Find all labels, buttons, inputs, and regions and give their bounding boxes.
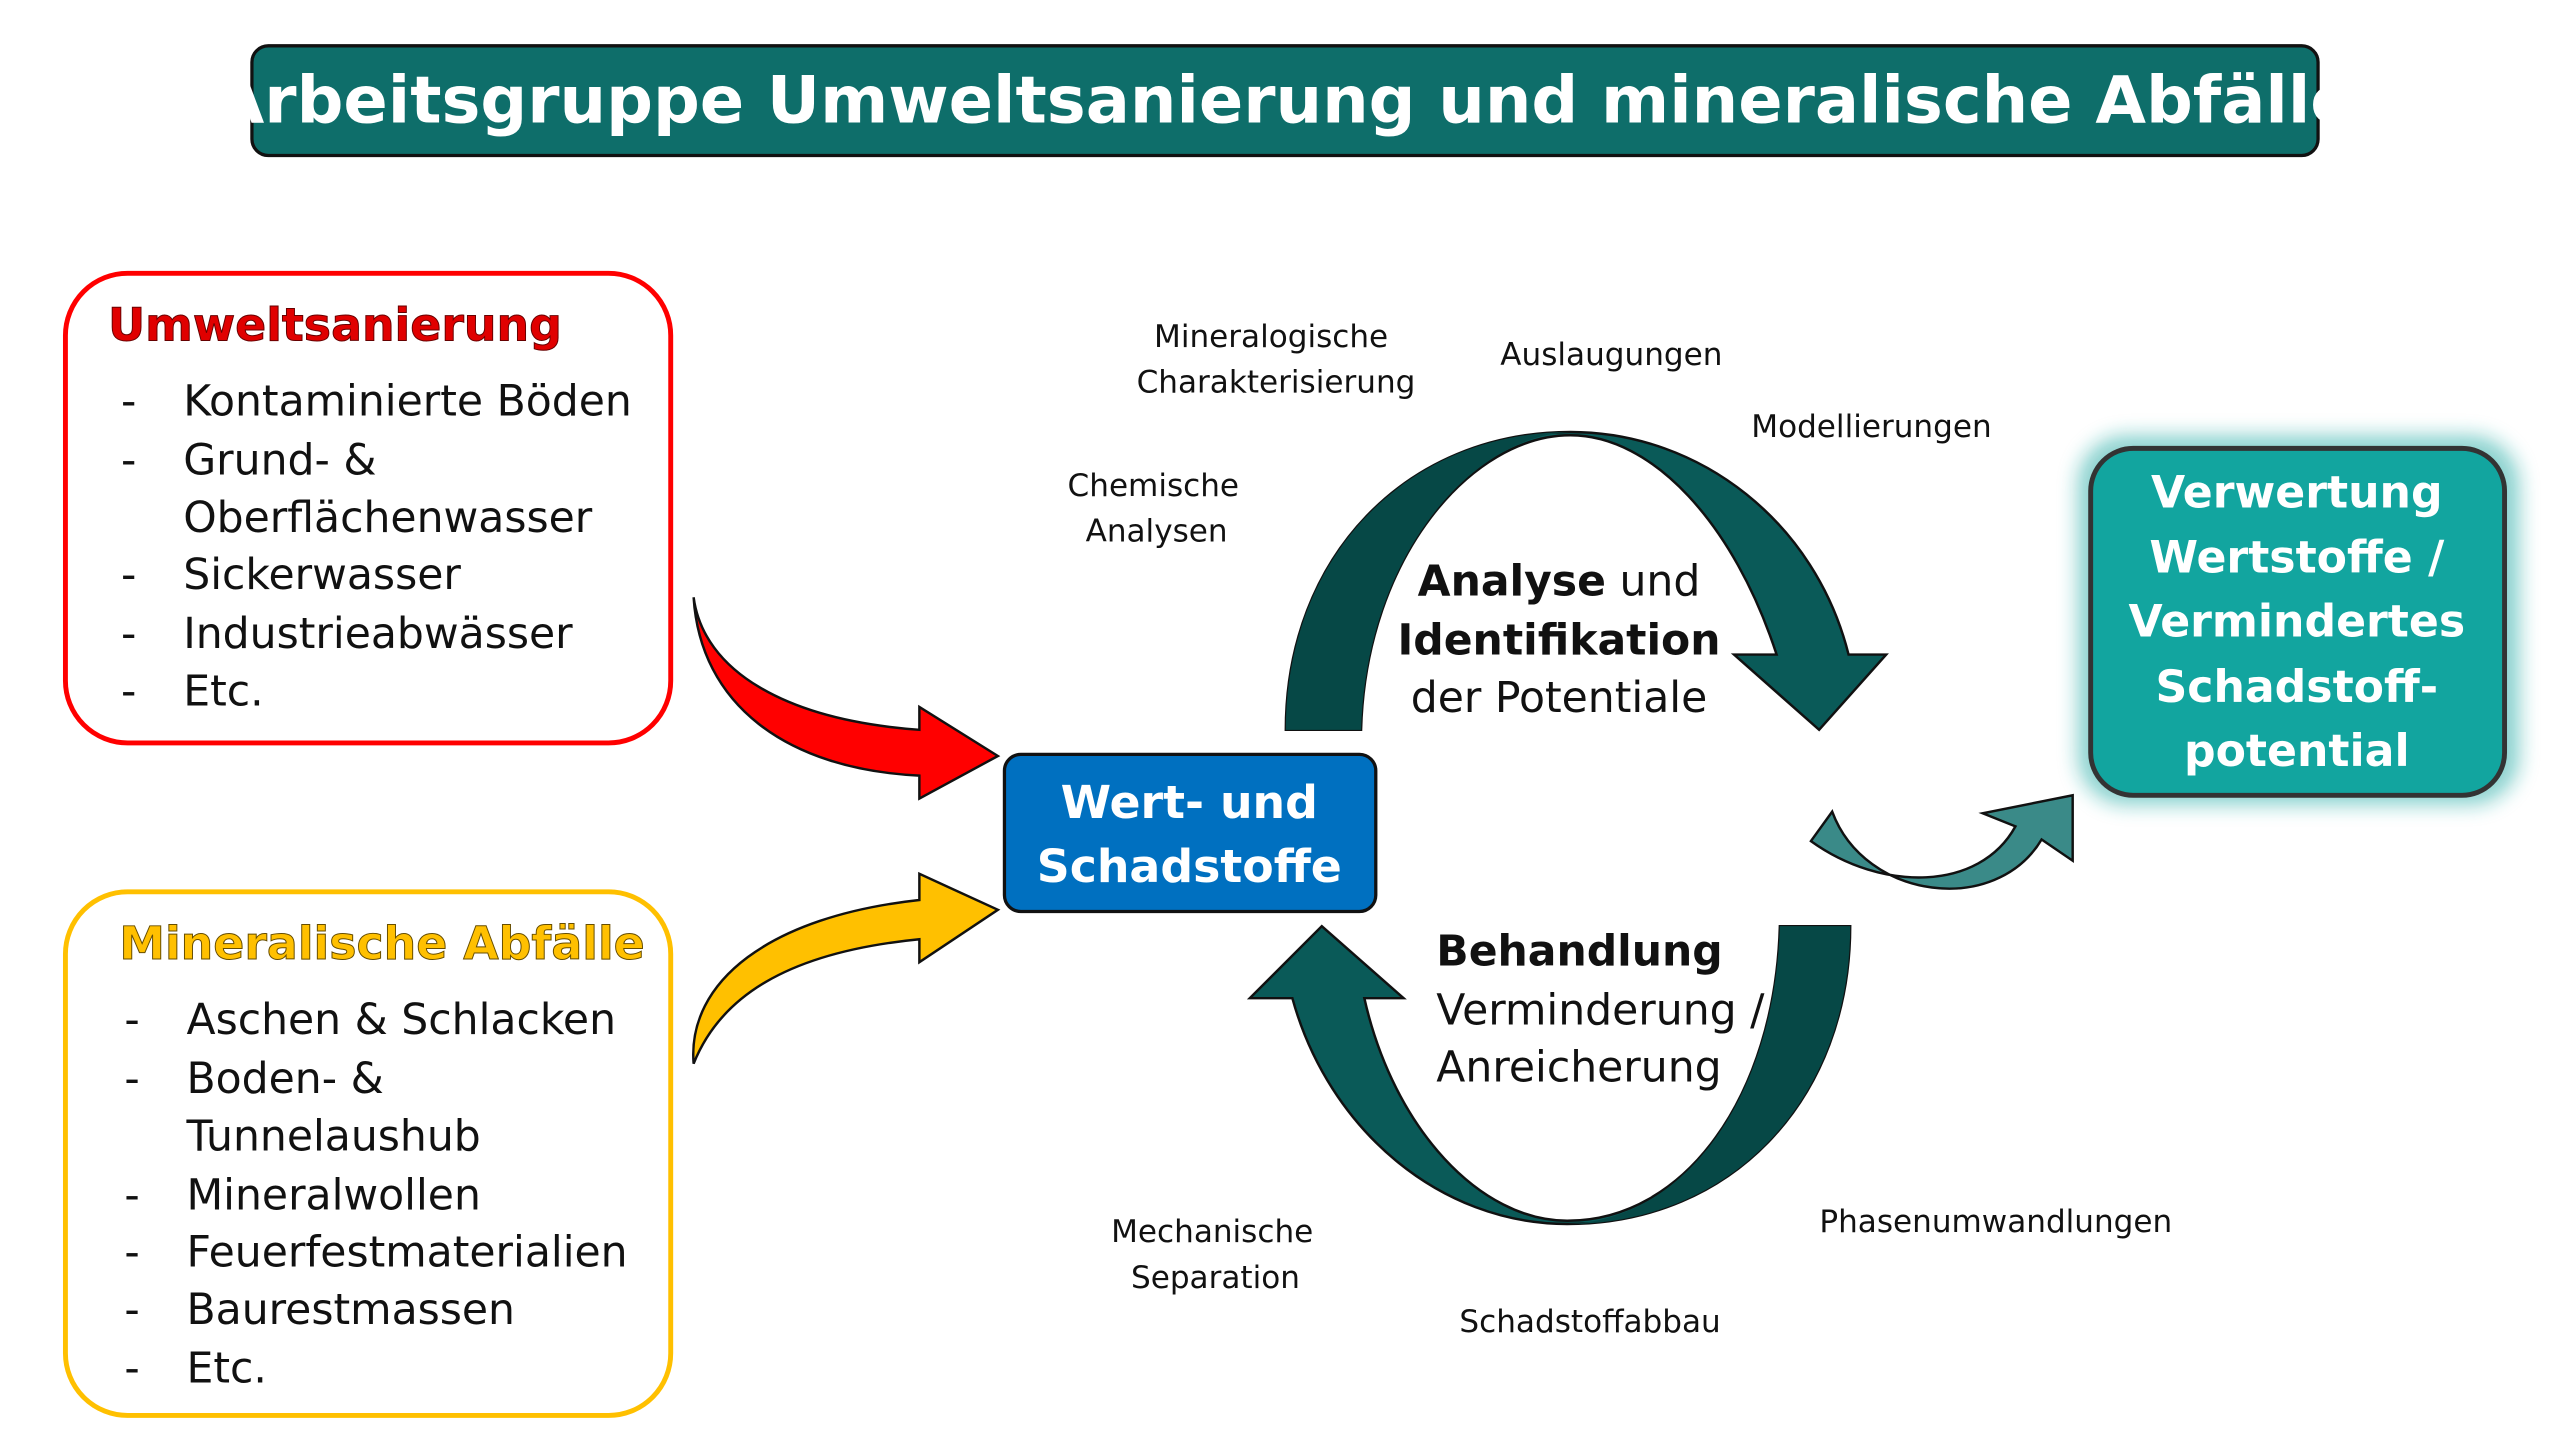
analyse-rest: und	[1606, 558, 1700, 607]
bullet-dash: -	[124, 1055, 139, 1104]
analyse-bold: Analyse	[1418, 558, 1606, 607]
bullet-dash: -	[124, 1345, 139, 1394]
mineral-heading: Mineralische Abfälle	[119, 916, 644, 970]
label-mechanische: Mechanische	[1111, 1214, 1313, 1250]
list-item: Industrieabwässer	[183, 610, 573, 659]
bullet-dash: -	[124, 1229, 139, 1278]
behandlung-line2: Verminderung /	[1436, 986, 1765, 1035]
wert-und-schadstoffe-box: Wert- und Schadstoffe	[1002, 752, 1378, 914]
verwertung-box: Verwertung Wertstoffe / Vermindertes Sch…	[2077, 435, 2520, 806]
potentiale-text: der Potentiale	[1411, 674, 1708, 723]
title-banner: Arbeitsgruppe Umweltsanierung und minera…	[214, 44, 2355, 158]
bullet-dash: -	[121, 551, 136, 600]
label-charakterisierung: Charakterisierung	[1137, 365, 1416, 401]
behandlung-line3: Anreicherung	[1436, 1044, 1721, 1093]
label-mineralogische: Mineralogische	[1154, 319, 1388, 355]
label-auslaugungen: Auslaugungen	[1500, 337, 1722, 373]
list-item: Etc.	[183, 667, 263, 716]
list-item: Sickerwasser	[183, 551, 461, 600]
result-line: potential	[2184, 726, 2410, 777]
result-line: Vermindertes	[2128, 597, 2465, 648]
center-line1: Wert- und	[1061, 775, 1318, 829]
bullet-dash: -	[124, 1286, 139, 1335]
list-item: Baurestmassen	[186, 1286, 515, 1335]
yellow-arrow	[692, 871, 1001, 1065]
red-arrow	[692, 597, 1001, 801]
list-item: Feuerfestmaterialien	[186, 1229, 627, 1278]
behandlung-arrow-shade	[1567, 926, 1851, 1224]
bullet-dash: -	[124, 996, 139, 1045]
analyse-label: Analyse und Identifikation der Potential…	[1397, 558, 1720, 723]
analyse-arrow-shade	[1285, 432, 1571, 730]
svg-text:Analyse und: Analyse und	[1418, 558, 1701, 607]
list-item: Oberflächenwasser	[183, 494, 593, 543]
bullet-dash: -	[121, 667, 136, 716]
identifikation-text: Identifikation	[1397, 617, 1720, 666]
bullet-dash: -	[121, 437, 136, 486]
list-item: Etc.	[186, 1345, 266, 1394]
behandlung-title: Behandlung	[1436, 927, 1722, 976]
result-line: Wertstoffe /	[2149, 533, 2445, 584]
list-item: Grund- &	[183, 437, 376, 486]
center-line2: Schadstoffe	[1037, 839, 1342, 893]
list-item: Boden- &	[186, 1055, 383, 1104]
mineralische-abfaelle-box: Mineralische Abfälle - Aschen & Schlacke…	[62, 889, 674, 1418]
page-title: Arbeitsgruppe Umweltsanierung und minera…	[214, 63, 2355, 139]
umweltsanierung-box: Umweltsanierung - Kontaminierte Böden - …	[62, 270, 674, 746]
list-item: Kontaminierte Böden	[183, 378, 632, 427]
list-item: Tunnelaushub	[185, 1112, 480, 1161]
behandlung-label: Behandlung Verminderung / Anreicherung	[1436, 927, 1765, 1092]
bullet-dash: -	[121, 610, 136, 659]
label-schadstoffabbau: Schadstoffabbau	[1459, 1304, 1720, 1340]
result-line: Schadstoff-	[2156, 662, 2439, 713]
result-line: Verwertung	[2151, 467, 2443, 518]
label-chemische: Chemische	[1068, 468, 1240, 504]
bullet-dash: -	[124, 1171, 139, 1220]
label-separation: Separation	[1131, 1260, 1300, 1296]
label-modellierungen: Modellierungen	[1751, 409, 1991, 445]
label-analysen: Analysen	[1086, 514, 1228, 550]
bullet-dash: -	[121, 378, 136, 427]
label-phasenumwandlungen: Phasenumwandlungen	[1819, 1204, 2172, 1240]
result-arrow	[1809, 793, 2074, 890]
list-item: Aschen & Schlacken	[186, 996, 616, 1045]
umwelt-heading: Umweltsanierung	[108, 297, 562, 351]
list-item: Mineralwollen	[186, 1171, 480, 1220]
